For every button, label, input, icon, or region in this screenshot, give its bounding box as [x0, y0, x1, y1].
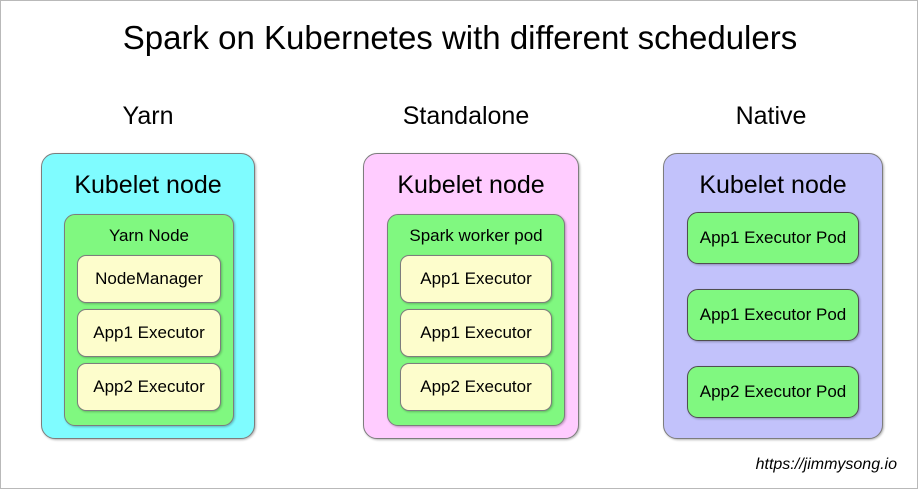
kubelet-node-label: Kubelet node	[74, 171, 222, 199]
yarn-node-label: Yarn Node	[108, 226, 189, 245]
spark-worker-pod-container: Spark worker pod App1 Executor App1 Exec…	[387, 214, 565, 426]
list-item: App2 Executor	[77, 363, 221, 411]
column-header-native: Native	[735, 102, 807, 130]
list-item: App2 Executor	[400, 363, 552, 411]
yarn-node-container: Yarn Node NodeManager App1 Executor App2…	[64, 214, 234, 426]
list-item: NodeManager	[77, 255, 221, 303]
spark-worker-pod-label: Spark worker pod	[409, 226, 543, 245]
native-pod-list: App1 Executor Pod App1 Executor Pod App2…	[687, 212, 859, 418]
kubelet-node-label: Kubelet node	[699, 171, 847, 199]
kubelet-node-yarn: Kubelet node Yarn Node NodeManager App1 …	[41, 153, 255, 439]
list-item: App1 Executor Pod	[687, 212, 859, 264]
kubelet-node-label: Kubelet node	[397, 171, 545, 199]
source-attribution: https://jimmysong.io	[755, 456, 897, 473]
list-item: App1 Executor	[77, 309, 221, 357]
list-item: App1 Executor	[400, 255, 552, 303]
column-header-standalone: Standalone	[402, 102, 530, 130]
kubelet-node-native: Kubelet node App1 Executor Pod App1 Exec…	[663, 153, 883, 439]
yarn-executor-list: NodeManager App1 Executor App2 Executor	[77, 255, 221, 411]
standalone-executor-list: App1 Executor App1 Executor App2 Executo…	[400, 255, 552, 411]
list-item: App1 Executor	[400, 309, 552, 357]
kubelet-node-standalone: Kubelet node Spark worker pod App1 Execu…	[363, 153, 579, 439]
page-title: Spark on Kubernetes with different sched…	[122, 19, 798, 56]
list-item: App2 Executor Pod	[687, 366, 859, 418]
column-header-yarn: Yarn	[122, 102, 174, 130]
list-item: App1 Executor Pod	[687, 289, 859, 341]
